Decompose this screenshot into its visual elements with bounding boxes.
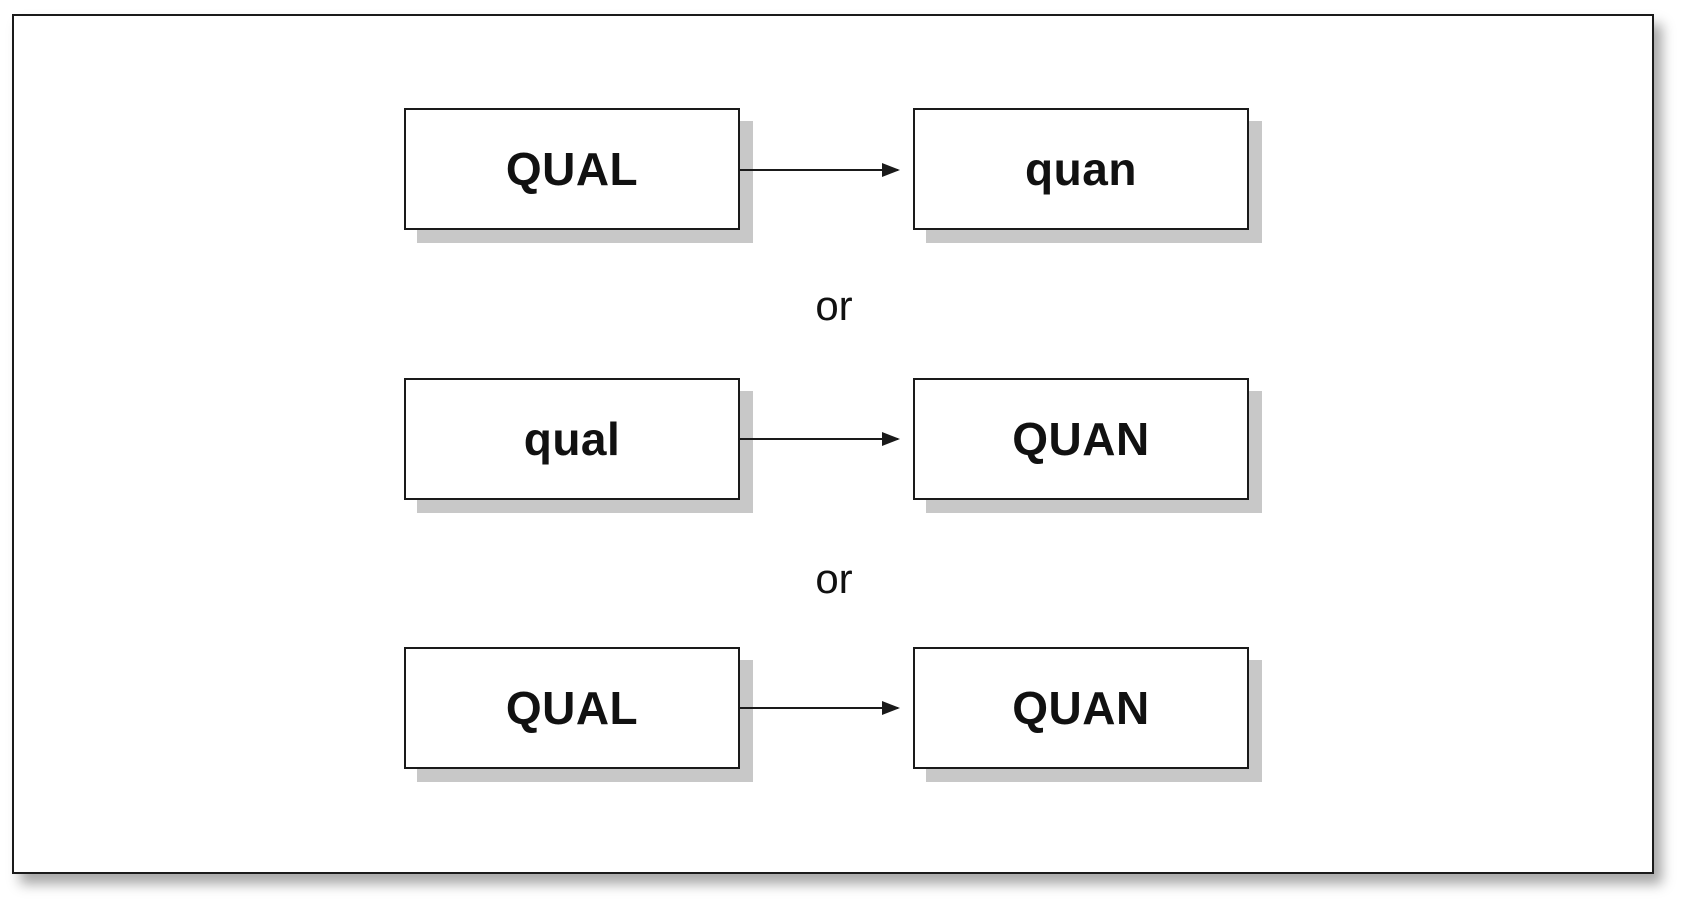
row3-right-box: QUAN <box>913 647 1249 769</box>
row3-arrow <box>740 701 900 715</box>
row2-left-box: qual <box>404 378 740 500</box>
row1-right-box: quan <box>913 108 1249 230</box>
diagram-frame <box>12 14 1654 874</box>
row2-right-box: QUAN <box>913 378 1249 500</box>
row2-arrow <box>740 432 900 446</box>
separator-or-2: or <box>815 555 853 602</box>
row3-left-box: QUAL <box>404 647 740 769</box>
separator-or-1: or <box>815 282 853 329</box>
row1-left-box: QUAL <box>404 108 740 230</box>
row1-arrow <box>740 163 900 177</box>
